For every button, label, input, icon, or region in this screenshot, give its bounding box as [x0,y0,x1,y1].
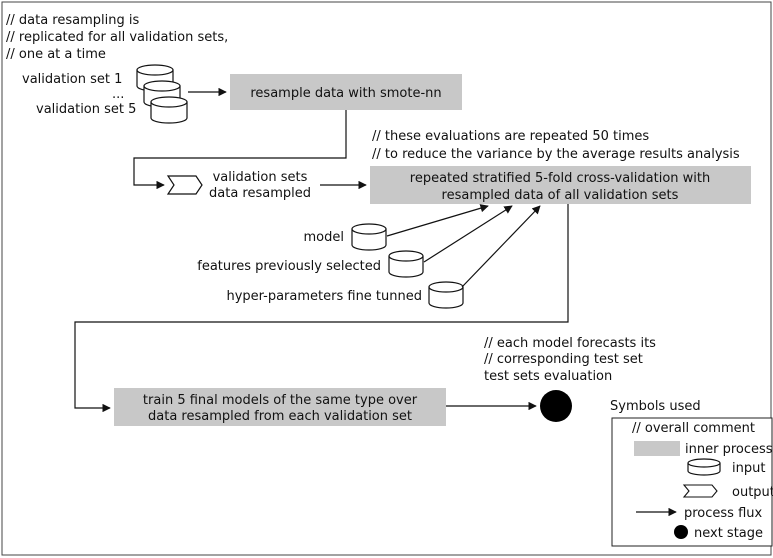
legend-input-icon [687,458,721,476]
legend-next-stage-icon [674,525,688,539]
resample-process [230,74,462,110]
flow-cv-to-train [74,204,569,413]
output-label-line2: data resampled [209,186,311,201]
train-final-models-label-line2: data resampled from each validation set [148,409,412,424]
validation-set-5-label: validation set 5 [36,102,136,117]
train-final-models-process [114,388,446,426]
legend-output-icon [682,484,718,498]
hyperparameters-input-icon [428,281,464,309]
legend-next-stage-label: next stage [694,526,763,541]
flow-resample-to-output [133,110,347,190]
hyperparameters-input-label: hyper-parameters fine tunned [226,289,422,304]
legend-box [611,417,773,547]
comment-resampling-line3: // one at a time [6,47,106,62]
features-input-icon [388,250,424,278]
legend-title: Symbols used [610,399,701,414]
flow-model-to-cv [386,204,489,237]
comment-forecast-line2: // corresponding test set [484,352,643,367]
legend-process-flux-label: process flux [684,506,763,521]
comment-resampling-line1: // data resampling is [6,13,139,28]
validation-set-ellipsis: ... [112,87,124,102]
legend-output-label: output [732,485,773,500]
legend-input-label: input [732,461,765,476]
output-symbol [166,175,203,195]
resample-process-label: resample data with smote-nn [250,86,441,101]
validation-sets-input-icon [136,64,188,124]
cross-validation-label-line2: resampled data of all validation sets [442,188,679,203]
comment-evaluations-line2: // to reduce the variance by the average… [372,147,740,162]
train-final-models-label-line1: train 5 final models of the same type ov… [143,393,418,408]
legend-comment-label: // overall comment [632,421,755,436]
features-input-label: features previously selected [197,259,381,274]
cross-validation-label-line1: repeated stratified 5-fold cross-validat… [410,171,710,186]
flow-hyperparameters-to-cv [461,205,541,288]
comment-evaluations-line1: // these evaluations are repeated 50 tim… [372,129,649,144]
cross-validation-process [370,166,751,204]
validation-set-1-label: validation set 1 [22,72,122,87]
legend-inner-process-swatch [634,441,680,456]
model-input-icon [351,223,387,251]
next-stage-label: test sets evaluation [484,369,612,384]
output-label-line1: validation sets [213,170,308,185]
legend-inner-process-label: inner process [685,442,773,457]
comment-resampling-line2: // replicated for all validation sets, [6,30,228,45]
comment-forecast-line1: // each model forecasts its [484,336,656,351]
flow-features-to-cv [423,205,513,263]
next-stage-node [540,390,572,422]
model-input-label: model [304,230,344,245]
